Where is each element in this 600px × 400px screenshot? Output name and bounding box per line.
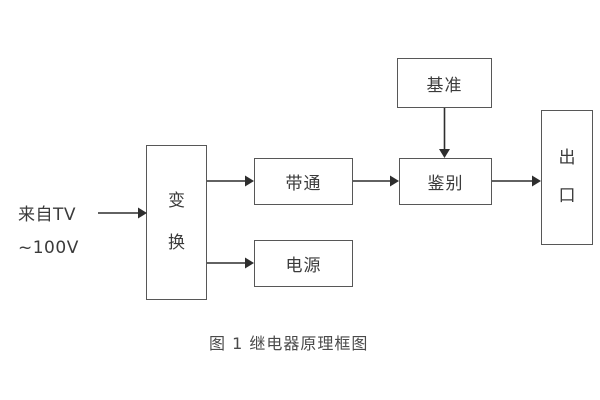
block-discriminate[interactable]: 鉴别 [399, 158, 492, 205]
arrow-discriminate-to-output [492, 175, 541, 187]
arrow-convert-to-bandpass [207, 175, 254, 187]
block-reference[interactable]: 基准 [397, 58, 492, 108]
arrow-source-to-convert [98, 207, 147, 219]
block-output-char1: 出 [558, 147, 576, 168]
arrow-convert-to-power-supply [207, 257, 254, 269]
figure-caption: 图 1 继电器原理框图 [209, 334, 369, 353]
source-label-line1: 来自TV [18, 205, 77, 225]
arrow-reference-to-discriminate [439, 108, 450, 158]
arrow-bandpass-to-discriminate [353, 175, 399, 187]
block-bandpass[interactable]: 带通 [254, 158, 353, 205]
block-output-char2: 口 [558, 186, 576, 207]
block-output[interactable]: 出 口 [541, 110, 593, 245]
source-label-line2: ~100V [18, 238, 79, 258]
block-convert[interactable]: 变 换 [146, 145, 207, 300]
block-convert-char2: 换 [168, 233, 185, 254]
block-convert-char1: 变 [168, 190, 185, 211]
block-power-supply[interactable]: 电源 [254, 240, 353, 287]
